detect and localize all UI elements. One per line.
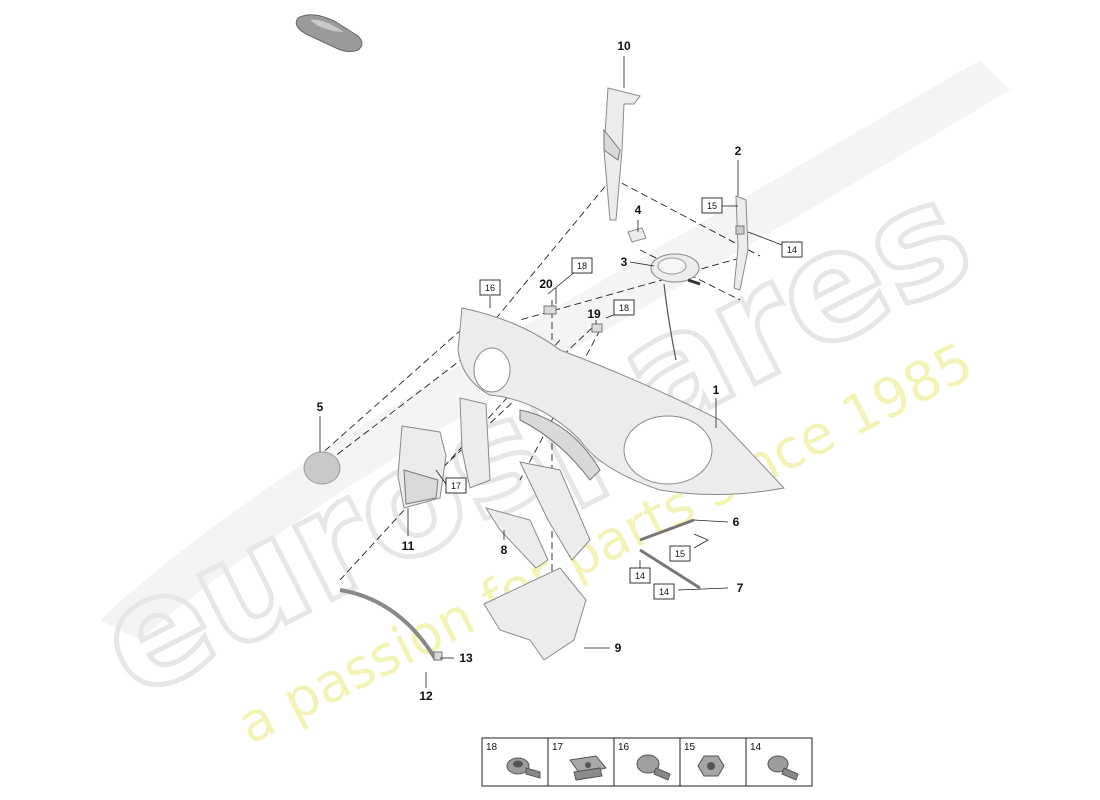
- part-12-seal-strip: [339, 588, 438, 662]
- pan-bolt-icon: [767, 755, 799, 781]
- callout-7: 7: [737, 581, 744, 595]
- part-5-plug: [303, 451, 341, 485]
- boxed-ref-14-top: 14: [781, 241, 803, 258]
- callout-19: 19: [587, 307, 601, 321]
- fastener-table: 18 17 16 15 14: [481, 737, 813, 787]
- boxed-ref-15-mid: 15: [669, 545, 691, 562]
- vehicle-thumbnail-icon: [295, 14, 363, 53]
- flange-bolt-icon: [506, 757, 541, 779]
- callout-6: 6: [733, 515, 740, 529]
- callout-12: 12: [419, 689, 433, 703]
- part-8-bracket: [484, 507, 549, 569]
- part-4-clip: [627, 227, 647, 243]
- inner-frame: [519, 461, 591, 561]
- part-6-rod: [639, 518, 695, 542]
- callout-labels: 10 2 4 3 20 19 5 1 11 8 6 7 9 13 12: [317, 39, 744, 703]
- svg-text:16: 16: [485, 283, 495, 293]
- svg-text:17: 17: [451, 481, 461, 491]
- svg-text:14: 14: [659, 587, 669, 597]
- boxed-ref-14-mid: 14: [629, 567, 651, 584]
- screw-icon: [636, 754, 671, 781]
- callout-9: 9: [615, 641, 622, 655]
- part-11-lower-panel: [397, 425, 447, 509]
- boxed-ref-18-b: 18: [613, 299, 635, 316]
- boxed-ref-14-low: 14: [653, 583, 675, 600]
- callout-20: 20: [539, 277, 553, 291]
- boxed-ref-16: 16: [479, 279, 501, 296]
- table-header-16: 16: [618, 742, 630, 753]
- callout-10: 10: [617, 39, 631, 53]
- clip-nut-icon: [569, 755, 607, 781]
- part-1-side-panel: [457, 307, 785, 496]
- boxed-refs: 15 14 18 16 18 17 15 14: [445, 197, 803, 600]
- part-20-clip: [543, 305, 557, 315]
- part-10-pillar-bracket: [603, 87, 641, 221]
- svg-text:14: 14: [635, 571, 645, 581]
- part-7-rod: [639, 548, 701, 590]
- svg-text:18: 18: [577, 261, 587, 271]
- boxed-ref-15-top: 15: [701, 197, 723, 214]
- inner-support: [459, 397, 491, 489]
- callout-8: 8: [501, 543, 508, 557]
- callout-11: 11: [402, 539, 415, 553]
- part-3-filler-cap: [650, 253, 701, 361]
- part-13-clip: [433, 651, 443, 661]
- callout-1: 1: [713, 383, 720, 397]
- part-19-clip: [591, 323, 603, 333]
- part-2-latch: [733, 195, 749, 291]
- callout-13: 13: [459, 651, 473, 665]
- svg-text:18: 18: [619, 303, 629, 313]
- table-header-17: 17: [552, 742, 564, 753]
- boxed-ref-18-a: 18: [571, 257, 593, 274]
- callout-2: 2: [735, 144, 742, 158]
- table-header-14: 14: [750, 742, 762, 753]
- callout-5: 5: [317, 400, 324, 414]
- svg-text:14: 14: [787, 245, 797, 255]
- leader-lines: [319, 56, 791, 688]
- svg-text:15: 15: [707, 201, 717, 211]
- table-header-15: 15: [684, 742, 696, 753]
- boxed-ref-17: 17: [445, 477, 467, 494]
- table-header-18: 18: [486, 742, 498, 753]
- callout-3: 3: [621, 255, 628, 269]
- hex-nut-icon: [697, 755, 725, 777]
- part-9-lower-trim: [483, 567, 587, 661]
- callout-4: 4: [635, 203, 642, 217]
- svg-text:15: 15: [675, 549, 685, 559]
